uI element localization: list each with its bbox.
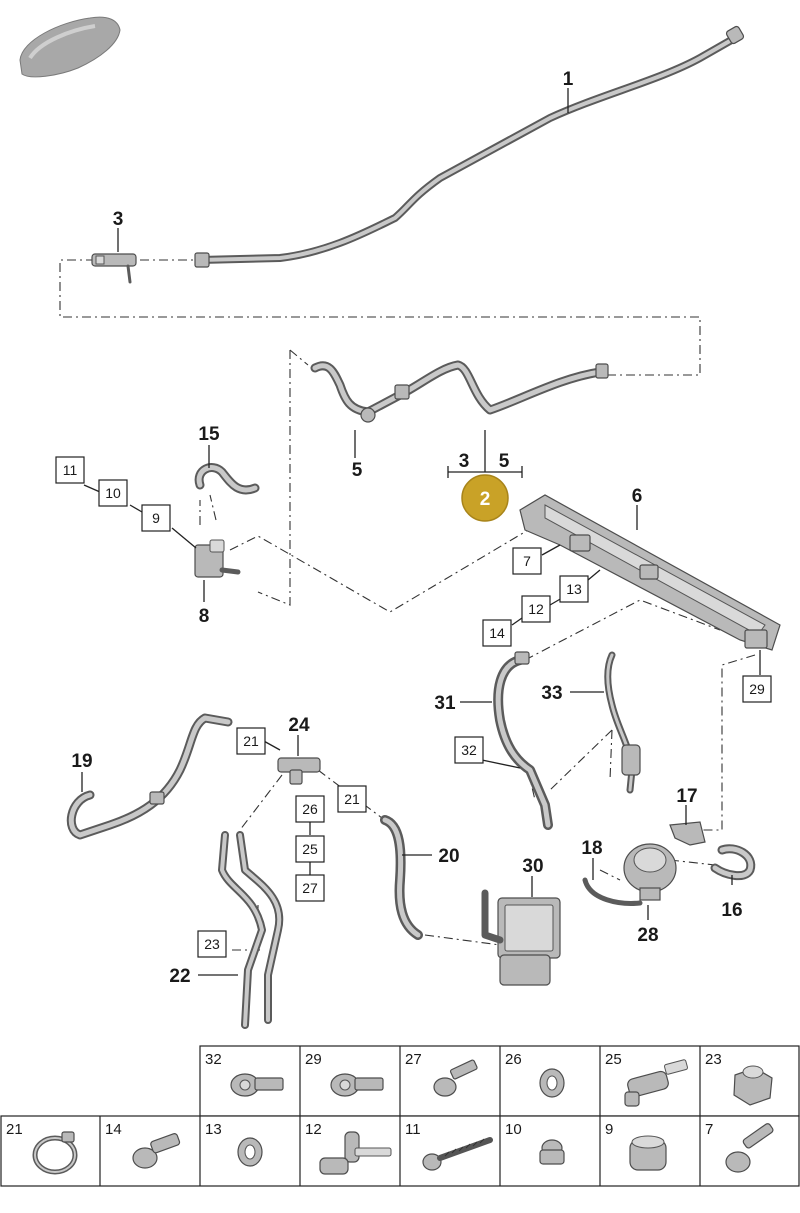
callout-18: 18 (581, 838, 602, 859)
hose-part-31 (493, 651, 553, 830)
sensor-25-icon (624, 1059, 688, 1107)
hose-part-22 (218, 831, 284, 1029)
callout-22: 22 (169, 966, 190, 987)
box-callout-32: 32 (461, 742, 477, 758)
clamp-part-18 (582, 877, 643, 906)
callout-19: 19 (71, 751, 92, 772)
bolt-27-icon (433, 1059, 478, 1097)
box-callout-27: 27 (302, 880, 318, 896)
callout-16: 16 (721, 900, 742, 921)
cooler-part-30 (481, 889, 561, 986)
table-cell-21: 21 (6, 1121, 23, 1138)
callout-33: 33 (541, 683, 562, 704)
table-cell-14: 14 (105, 1121, 122, 1138)
box-callout-21-lower: 21 (344, 791, 360, 807)
hose-part-19 (66, 713, 233, 840)
pin-10-icon (539, 1139, 565, 1165)
bracket-label-right: 5 (499, 451, 510, 472)
box-callout-23: 23 (204, 936, 220, 952)
hardware-table: 32 29 27 26 25 23 21 14 13 12 11 10 9 7 (0, 1045, 800, 1187)
bolt-7-icon (725, 1123, 774, 1173)
table-cell-11: 11 (405, 1121, 421, 1138)
box-callout-21-upper: 21 (243, 733, 259, 749)
screw-11-icon (422, 1137, 493, 1171)
table-cell-13: 13 (205, 1121, 222, 1138)
hose-part-16 (710, 844, 756, 881)
hose-part-1 (194, 25, 745, 268)
callout-1: 1 (563, 69, 574, 90)
washer-26-icon (539, 1068, 565, 1098)
bolt-29-icon (330, 1073, 384, 1097)
box-callout-25: 25 (302, 841, 318, 857)
coolant-rail-part-6 (519, 494, 781, 651)
bracket-part-17 (669, 821, 706, 846)
valve-part-8 (194, 539, 241, 578)
assembly-badge-2: 2 (461, 474, 509, 522)
washer-13-icon (237, 1137, 263, 1167)
table-cell-25: 25 (605, 1051, 622, 1068)
nut-23-icon (733, 1065, 773, 1106)
table-cell-9: 9 (605, 1121, 613, 1138)
box-callout-9: 9 (152, 510, 160, 526)
callout-3: 3 (113, 209, 124, 230)
hose-part-20 (380, 815, 423, 940)
callout-15: 15 (198, 424, 220, 445)
box-callout-12: 12 (528, 601, 544, 617)
table-cell-27: 27 (405, 1051, 422, 1068)
leader-lines (81, 88, 761, 976)
hose-part-33 (604, 651, 641, 794)
callout-17: 17 (676, 786, 697, 807)
box-callout-10: 10 (105, 485, 121, 501)
table-cell-26: 26 (505, 1051, 522, 1068)
callout-5: 5 (352, 460, 363, 481)
callout-31: 31 (434, 693, 456, 714)
box-callout-13: 13 (566, 581, 582, 597)
callout-28: 28 (637, 925, 658, 946)
bolt-32-icon (230, 1073, 284, 1097)
callout-labels: 1 3 5 15 8 6 31 33 24 19 20 30 17 18 16 … (71, 69, 742, 987)
table-cell-7: 7 (705, 1121, 713, 1138)
sensor-12-icon (319, 1131, 392, 1175)
connector-part-3 (91, 253, 137, 284)
box-callout-11: 11 (63, 462, 78, 478)
bracket-label-left: 3 (459, 451, 470, 472)
table-cell-10: 10 (505, 1121, 522, 1138)
callout-8: 8 (199, 606, 210, 627)
box-callout-26: 26 (302, 801, 318, 817)
table-cell-32: 32 (205, 1051, 222, 1068)
hose-part-15 (194, 463, 260, 495)
table-cell-23: 23 (705, 1051, 722, 1068)
hose-assembly-2 (310, 360, 609, 423)
box-callout-7: 7 (523, 553, 531, 569)
table-cell-29: 29 (305, 1051, 322, 1068)
bolt-14-icon (132, 1133, 181, 1169)
callout-20: 20 (438, 846, 459, 867)
car-silhouette-icon (19, 16, 121, 78)
callout-6: 6 (632, 486, 643, 507)
badge-label: 2 (480, 489, 491, 510)
boxed-callouts: 11 10 9 7 13 12 14 29 32 21 21 26 25 27 … (55, 456, 772, 958)
clamp-21-icon (32, 1131, 78, 1175)
grommet-9-icon (629, 1135, 667, 1171)
table-cell-12: 12 (305, 1121, 322, 1138)
box-callout-29: 29 (749, 681, 765, 697)
callout-24: 24 (288, 715, 310, 736)
box-callout-14: 14 (489, 625, 505, 641)
pump-part-28 (623, 843, 677, 901)
callout-30: 30 (522, 856, 543, 877)
connector-part-24 (277, 757, 321, 785)
